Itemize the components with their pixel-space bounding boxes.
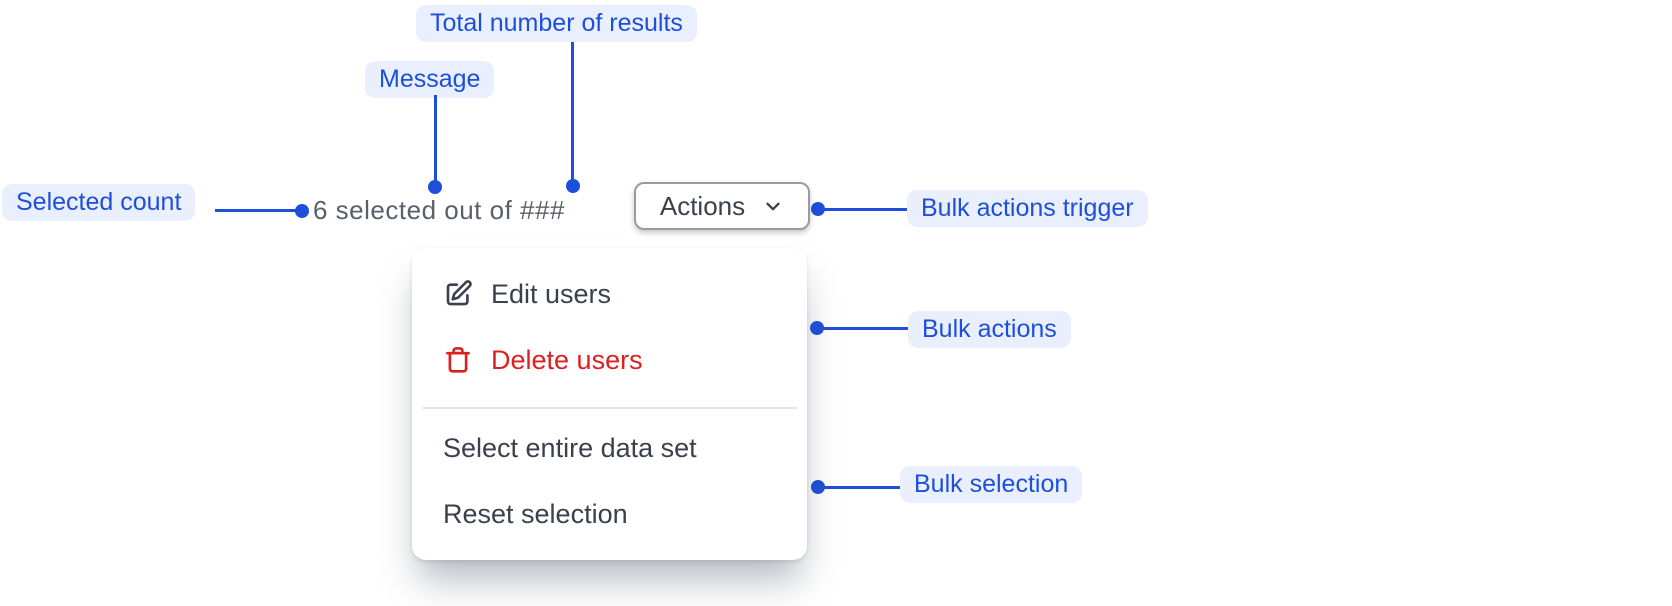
connector-line-bulk-actions-trigger [820,208,907,211]
bulk-actions-menu: Edit users Delete users Select entire da… [412,248,807,560]
annotation-label-selected-count: Selected count [2,184,196,221]
menu-item-label: Edit users [491,278,612,309]
edit-icon [443,279,473,309]
menu-item-select-entire-data-set[interactable]: Select entire data set [412,415,807,481]
connector-line-selected-count [215,209,297,212]
selected-count-message: 6 selected out of ### [313,195,565,225]
menu-divider [422,407,797,409]
trash-icon [443,345,473,375]
connector-dot-selected-count [295,204,309,218]
connector-dot-bulk-selection [811,480,825,494]
connector-dot-message [428,180,442,194]
chevron-down-icon [762,195,784,217]
menu-item-label: Select entire data set [443,432,697,463]
connector-line-message [434,95,437,182]
connector-dot-total-results [566,179,580,193]
menu-item-label: Delete users [491,344,643,375]
annotation-label-bulk-selection: Bulk selection [900,466,1083,503]
connector-line-bulk-selection [820,486,900,489]
annotation-label-total-results: Total number of results [416,5,697,42]
annotation-label-message: Message [365,61,495,98]
connector-line-bulk-actions [819,327,908,330]
connector-line-total-results [571,42,574,182]
annotation-label-bulk-actions: Bulk actions [908,311,1071,348]
menu-item-edit-users[interactable]: Edit users [412,261,807,327]
menu-item-label: Reset selection [443,498,628,529]
menu-item-reset-selection[interactable]: Reset selection [412,481,807,547]
menu-item-delete-users[interactable]: Delete users [412,327,807,393]
connector-dot-bulk-actions [810,321,824,335]
actions-button-label: Actions [659,190,746,221]
annotation-label-bulk-actions-trigger: Bulk actions trigger [907,190,1148,227]
connector-dot-bulk-actions-trigger [811,202,825,216]
bulk-actions-trigger-button[interactable]: Actions [634,182,810,230]
